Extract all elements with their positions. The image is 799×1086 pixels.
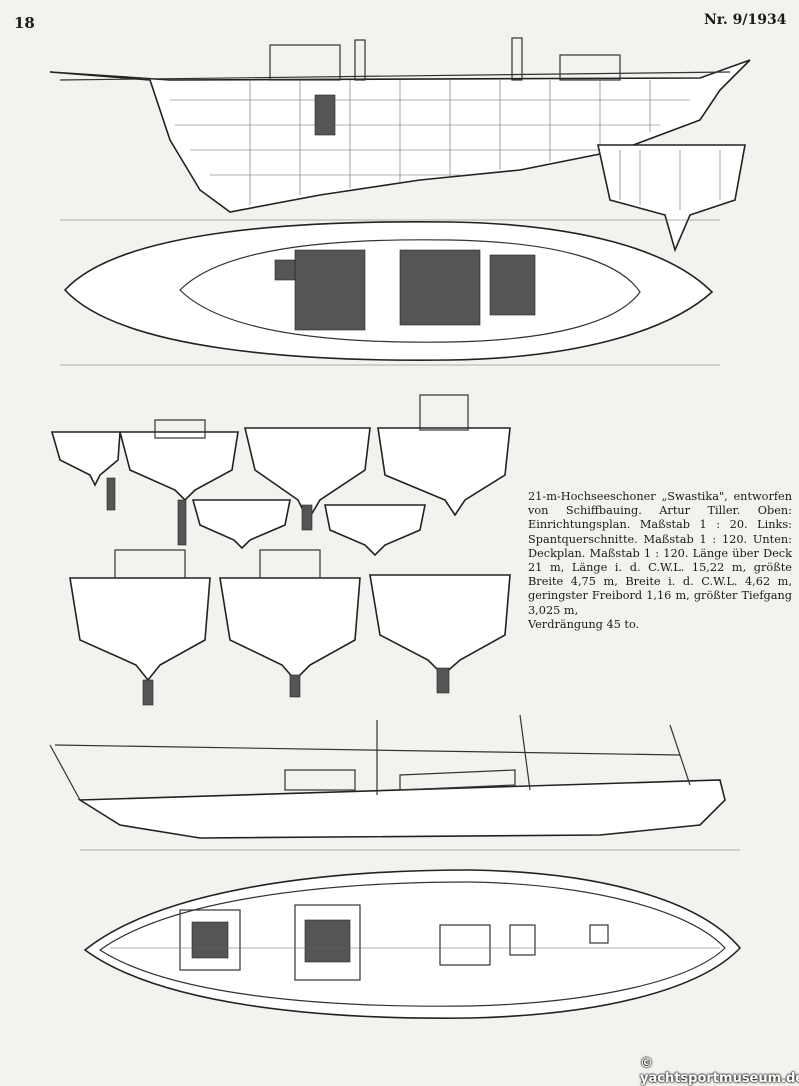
issue-number: Nr. 9/1934 — [704, 12, 787, 28]
interior-plan-drawing — [60, 219, 720, 366]
watermark: © yachtsportmuseum.de — [640, 1056, 799, 1086]
figure-caption: 21-m-Hochseeschoner „Swastika", entworfe… — [528, 490, 792, 632]
caption-body: 21-m-Hochseeschoner „Swastika", entworfe… — [528, 490, 792, 617]
deck-plan-drawing — [83, 869, 742, 1019]
page-number: 18 — [14, 14, 35, 32]
caption-last-line: Verdrängung 45 to. — [528, 617, 640, 631]
deck-profile-drawing — [49, 714, 740, 851]
frame-sections-drawing — [50, 394, 511, 706]
interior-profile-drawing — [49, 37, 751, 213]
midship-section-drawing — [597, 144, 746, 253]
